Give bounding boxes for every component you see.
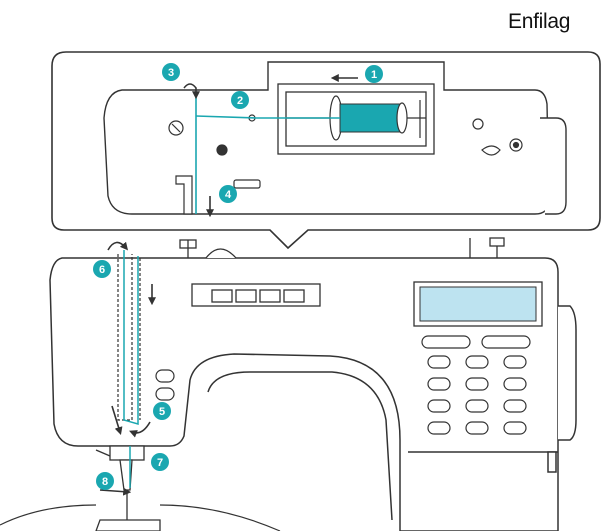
svg-text:6: 6 xyxy=(99,264,105,276)
machine-top-body xyxy=(103,61,567,215)
needle-assembly xyxy=(95,445,161,531)
svg-text:3: 3 xyxy=(168,67,174,79)
control-buttons xyxy=(421,335,531,435)
needle-plate xyxy=(0,504,281,531)
step-badge-1: 1 xyxy=(365,65,383,83)
stitch-selector-panel xyxy=(191,283,321,307)
spool-pins xyxy=(179,237,505,259)
svg-text:8: 8 xyxy=(102,476,108,488)
thread-path-top xyxy=(195,92,340,214)
diagram-title: Enfilag xyxy=(508,10,571,33)
svg-text:1: 1 xyxy=(371,69,377,81)
svg-text:7: 7 xyxy=(157,457,163,469)
thread-guides xyxy=(168,114,523,215)
step-arrows-main xyxy=(99,241,156,496)
step-badge-5: 5 xyxy=(153,402,171,420)
step-badge-2: 2 xyxy=(231,91,249,109)
thread-path-main xyxy=(123,250,139,488)
svg-text:4: 4 xyxy=(225,189,232,201)
head-buttons xyxy=(155,369,175,401)
svg-text:5: 5 xyxy=(159,406,165,418)
step-badge-6: 6 xyxy=(93,260,111,278)
step-badge-3: 3 xyxy=(162,63,180,81)
svg-text:2: 2 xyxy=(237,95,243,107)
step-arrows-top xyxy=(183,74,358,218)
lcd-screen xyxy=(413,281,543,327)
step-badge-8: 8 xyxy=(96,472,114,490)
step-badge-7: 7 xyxy=(151,453,169,471)
step-badge-4: 4 xyxy=(219,185,237,203)
